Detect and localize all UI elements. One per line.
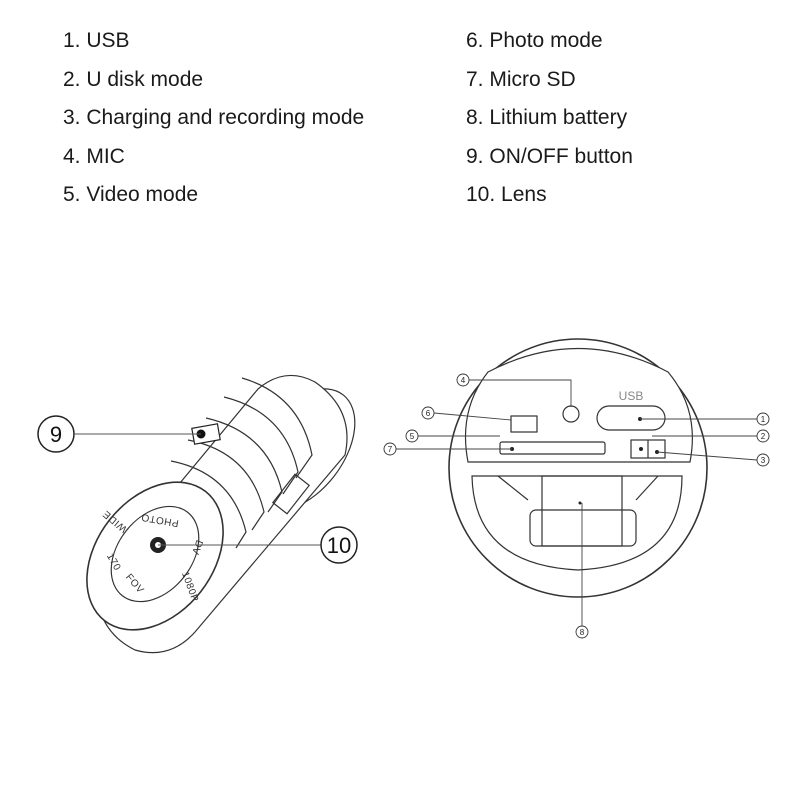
callout-label-3: 3: [761, 456, 766, 465]
camera-rib: [241, 377, 313, 479]
camera-front-face: [86, 481, 224, 631]
battery-divider: [497, 475, 529, 501]
usb-port-icon: [596, 405, 666, 431]
callout-label-6: 6: [426, 409, 431, 418]
legend-number: 2.: [63, 67, 81, 91]
legend-label: Lens: [501, 183, 547, 207]
callout-circle-6: [421, 406, 435, 420]
legend-number: 7.: [466, 67, 484, 91]
legend-number: 10.: [466, 183, 496, 207]
legend-label: Video mode: [86, 183, 199, 207]
camera-rib: [205, 417, 283, 513]
callout-label-9: 9: [50, 422, 62, 447]
legend-label: Lithium battery: [489, 106, 628, 130]
legend-item-video-mode: 5. Video mode: [63, 176, 364, 215]
callout-circle-1: [756, 412, 770, 426]
camera-side-slot: [271, 473, 311, 515]
callout-label-5: 5: [410, 432, 415, 441]
callout-label-4: 4: [461, 376, 466, 385]
camera-side-view: [86, 374, 356, 654]
end-view-callout-circles: [383, 373, 770, 639]
legend-number: 6.: [466, 29, 484, 52]
camera-rib: [187, 439, 265, 531]
legend-item-on-off-button: 9. ON/OFF button: [466, 138, 633, 177]
legend-item-u-disk-mode: 2. U disk mode: [63, 61, 364, 100]
callout-circle-7: [383, 442, 397, 456]
mode-switch-dot: [639, 447, 643, 451]
micro-sd-slot-icon: [499, 441, 606, 455]
callout-line-4: [469, 379, 572, 407]
callout-label-8: 8: [580, 628, 585, 637]
callout-circle-9: [37, 415, 75, 453]
camera-end-view: [448, 338, 708, 598]
legend-item-photo-mode: 6. Photo mode: [466, 22, 633, 61]
legend-number: 8.: [466, 106, 484, 130]
battery-dot: [578, 501, 582, 505]
legend-number: 1.: [63, 29, 81, 52]
battery-lower-block: [529, 509, 637, 547]
callout-circle-10: [320, 526, 358, 564]
legend-right-column: 6. Photo mode 7. Micro SD 8. Lithium bat…: [466, 22, 633, 215]
legend-label: USB: [86, 29, 130, 52]
legend-item-mic: 4. MIC: [63, 138, 364, 177]
power-button-icon: [191, 423, 221, 445]
mode-tab: [510, 415, 538, 433]
port-panel: [464, 347, 693, 463]
callout-label-7: 7: [388, 445, 393, 454]
end-view-callouts: [396, 379, 758, 626]
callout-circle-3: [756, 453, 770, 467]
legend-label: Photo mode: [489, 29, 603, 52]
legend-item-lens: 10. Lens: [466, 176, 633, 215]
camera-rib: [170, 460, 247, 549]
callout-circle-2: [756, 429, 770, 443]
legend-number: 9.: [466, 144, 484, 168]
callout-label-1: 1: [761, 415, 766, 424]
battery-divider: [635, 475, 659, 501]
legend-label: Micro SD: [489, 67, 576, 91]
callout-line-3: [656, 451, 758, 461]
legend-item-micro-sd: 7. Micro SD: [466, 61, 633, 100]
legend-left-column: 1. USB 2. U disk mode 3. Charging and re…: [63, 22, 364, 215]
callout-circle-4: [456, 373, 470, 387]
callout-circle-5: [405, 429, 419, 443]
usb-port-label: USB: [619, 389, 644, 403]
legend-label: ON/OFF button: [489, 144, 633, 168]
callout-circle-8: [575, 625, 589, 639]
legend-label: Charging and recording mode: [86, 106, 365, 130]
callout-line-6: [433, 412, 512, 421]
camera-rib: [223, 396, 299, 495]
legend-item-charging-recording-mode: 3. Charging and recording mode: [63, 99, 364, 138]
lens-text-dv: DV: [189, 538, 204, 556]
callout-label-2: 2: [761, 432, 766, 441]
legend-item-usb: 1. USB: [63, 22, 364, 61]
camera-front-inner-ring: [110, 505, 200, 603]
legend-number: 5.: [63, 183, 81, 207]
legend-number: 4.: [63, 144, 81, 168]
legend-item-lithium-battery: 8. Lithium battery: [466, 99, 633, 138]
legend-label: U disk mode: [86, 67, 204, 91]
legend-number: 3.: [63, 106, 81, 130]
callout-label-10: 10: [327, 533, 351, 558]
legend-label: MIC: [86, 144, 125, 168]
